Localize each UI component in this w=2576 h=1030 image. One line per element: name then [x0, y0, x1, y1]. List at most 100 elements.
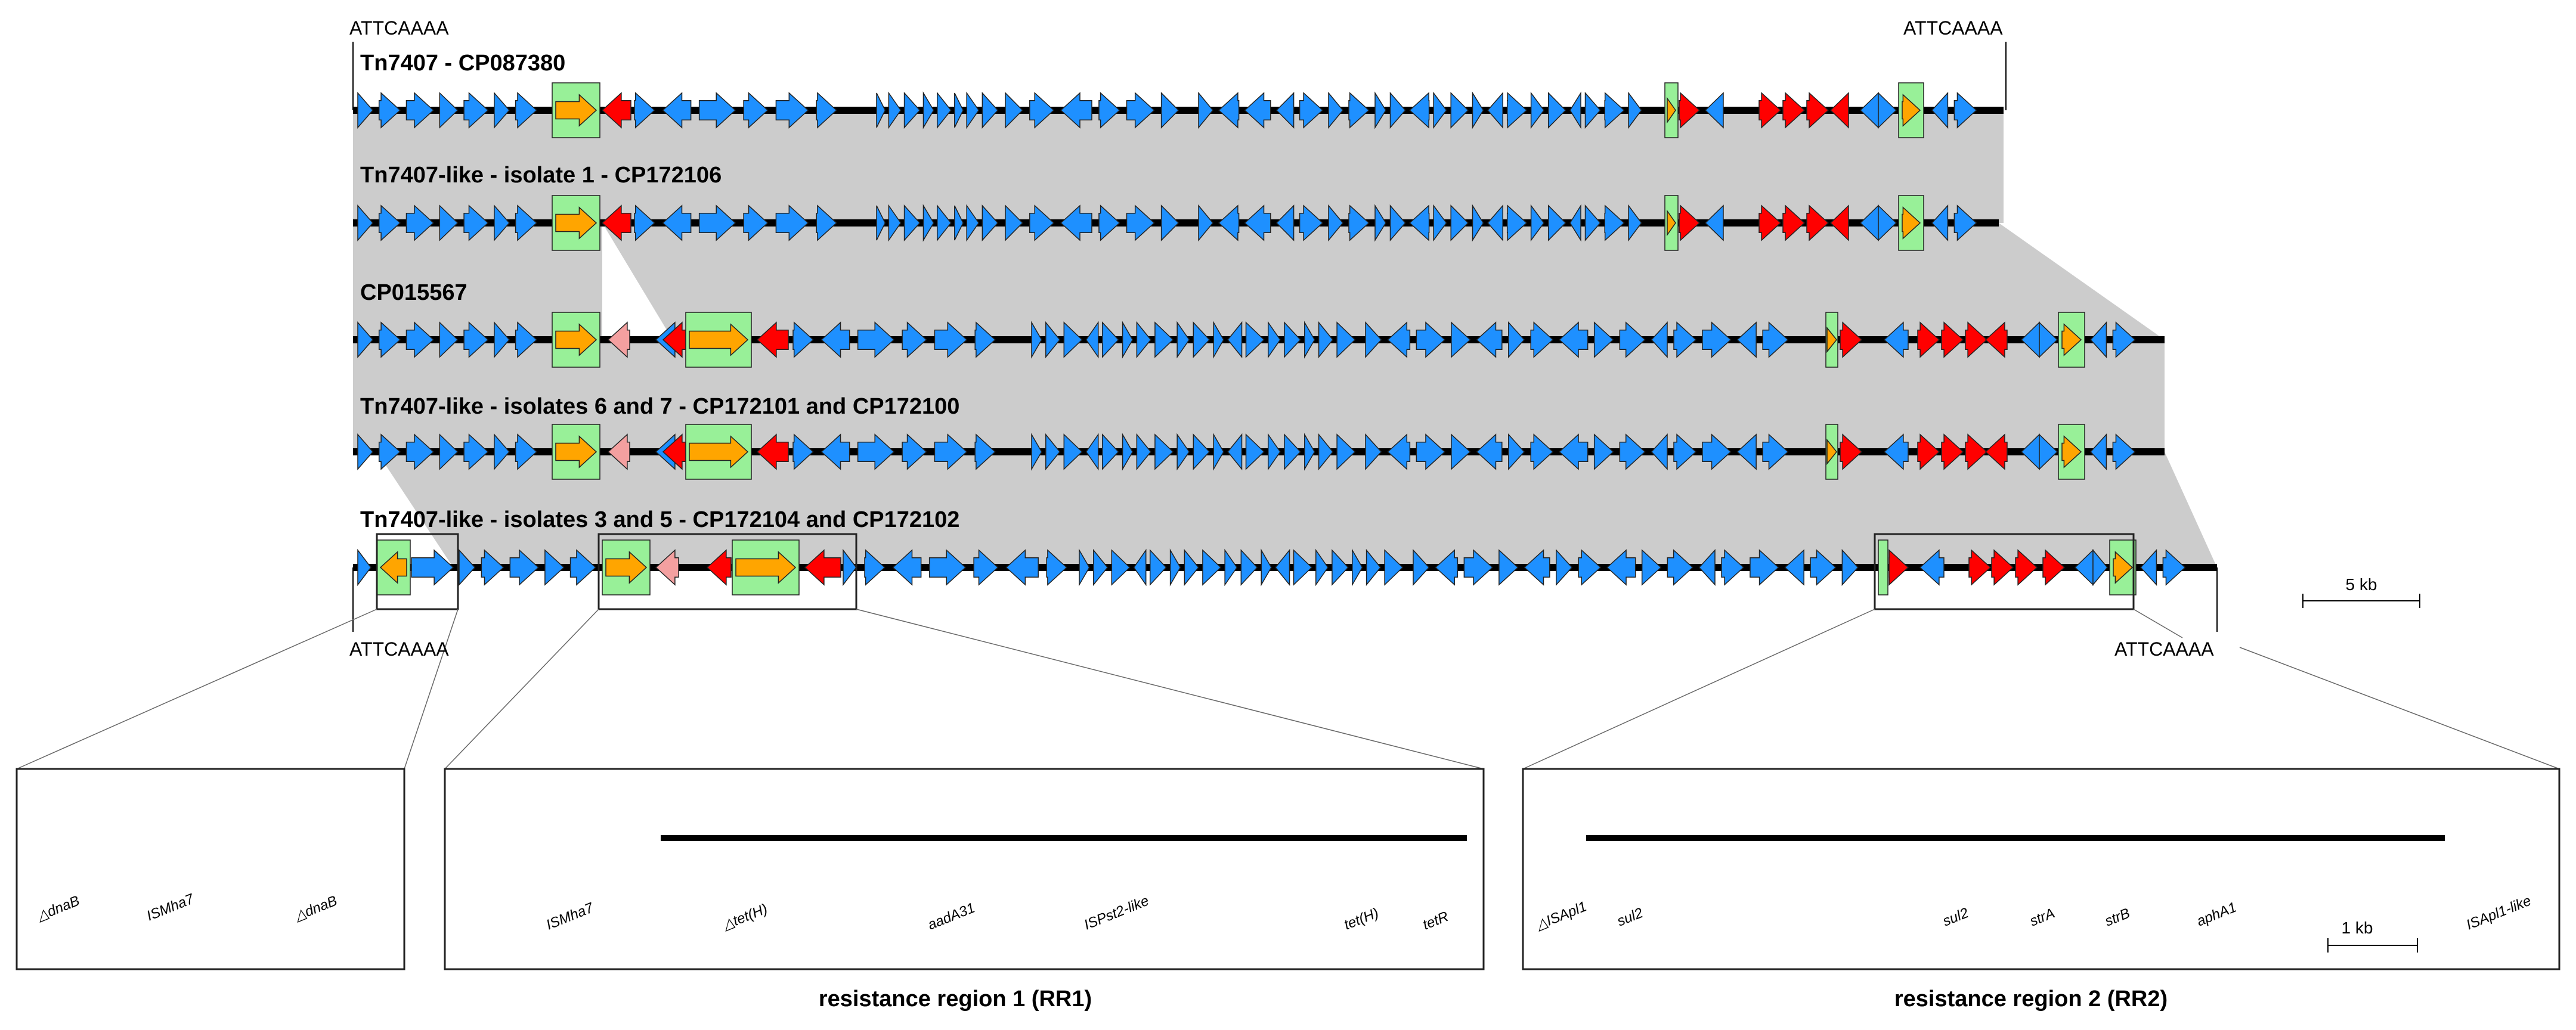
track-5-d-gene-11	[1721, 549, 1745, 586]
track-1-g-gene-1	[1953, 92, 1977, 129]
track-2-a-gene-4	[463, 204, 489, 241]
track-4-isapl1-transposase	[2061, 435, 2082, 469]
track-1-f-gene-8	[1530, 91, 1545, 129]
track-1-f-gene-10	[1569, 91, 1581, 129]
track-1-d-gene-5	[1160, 92, 1179, 129]
track-4-aada	[662, 433, 686, 470]
track-2-a-gene-3	[439, 204, 459, 241]
track-2-a-gene-1	[378, 204, 401, 241]
track-4-res-r	[1984, 433, 2008, 470]
track-5-c-gene-10	[1261, 548, 1272, 587]
track-5-dnab-r	[411, 549, 454, 586]
track-3-d-gene-3	[1451, 321, 1471, 358]
track-5-c-gene-15	[1352, 548, 1363, 587]
track-4-c-gene-6	[1136, 433, 1151, 471]
track-2-f-gene-2	[1409, 204, 1430, 241]
track-2-d-gene-1	[1029, 204, 1055, 241]
track-5-d-gene-4	[1524, 549, 1550, 586]
track-1-a-gene-1	[378, 92, 401, 129]
track-5-c-gene-12	[1293, 549, 1312, 586]
track-5-b-gene-2	[928, 549, 967, 586]
track-2-f-gene-6	[1487, 204, 1503, 242]
track-1-res-6	[1829, 92, 1849, 129]
track-5-c-gene-1	[1093, 548, 1109, 587]
detail-panel-rr2	[1522, 768, 2560, 970]
track-5-d-gene-3	[1498, 549, 1519, 586]
track-2-c-gene-3	[922, 204, 934, 242]
track-3-d-gene-7	[1559, 321, 1589, 358]
track-4-b-gene-1	[821, 433, 850, 470]
track-5-b-gene-4	[1005, 549, 1039, 586]
track-3-ispst2-transposase	[689, 323, 749, 356]
track-2-f-gene-8	[1530, 204, 1545, 242]
track-1-f-gene-11	[1584, 91, 1601, 129]
track-4-a-gene-4	[463, 433, 489, 470]
homology-band-4-5	[377, 452, 2217, 567]
track-2-b-gene-3	[743, 204, 769, 241]
dnab-highlight-box	[376, 533, 459, 610]
track-4-c-gene-1	[1045, 433, 1061, 471]
track-1-f-gene-13	[1628, 91, 1642, 129]
track-2-e-gene-2	[1244, 204, 1271, 241]
track-title-2: Tn7407-like - isolate 1 - CP172106	[360, 163, 722, 188]
track-5-d-gene-14	[1810, 549, 1837, 586]
track-3-b-gene-4	[934, 321, 968, 358]
track-2-c-gene-1	[888, 204, 902, 242]
track-3-c-gene-12	[1245, 321, 1265, 358]
track-4-c-gene-8	[1176, 433, 1190, 471]
track-2-d-gene-0	[1005, 204, 1023, 241]
track-5-a-gene-2	[509, 549, 539, 586]
track-2-d-gene-3	[1098, 204, 1120, 241]
track-3-a-gene-1	[378, 321, 401, 358]
track-1-f-gene-12	[1604, 92, 1625, 129]
track-1-a-gene-5	[494, 91, 510, 129]
track-1-c-gene-1	[888, 91, 902, 129]
track-3-c-gene-14	[1284, 321, 1301, 358]
track-3-d-gene-9	[1619, 321, 1646, 358]
track-2-e-gene-6	[1348, 204, 1370, 241]
track-5-tetr	[843, 548, 857, 587]
track-4-b-gene-5	[974, 433, 996, 470]
track-1-f-gene-9	[1547, 92, 1566, 129]
detail-panel-dnab	[16, 768, 405, 970]
track-4-e-gene-1	[2112, 433, 2136, 470]
track-4-d-gene-10	[1651, 433, 1668, 470]
track-3-c-gene-6	[1136, 321, 1151, 359]
track-4-c-gene-4	[1101, 433, 1119, 470]
track-3-c-gene-1	[1045, 321, 1061, 359]
track-1-f-gene-1	[1389, 91, 1406, 129]
track-4-c-gene-7	[1154, 433, 1174, 470]
track-1-res-1	[601, 92, 631, 129]
track-5-d-gene-5	[1556, 549, 1573, 586]
track-3-b-gene-3	[902, 321, 927, 358]
track-3-a-gene-6	[515, 321, 537, 358]
track-5-c-gene-3	[1133, 548, 1147, 587]
track-1-d-gene-1	[1029, 92, 1055, 129]
track-5-d-gene-0	[1413, 549, 1430, 586]
track-1-f-gene-3	[1433, 91, 1447, 129]
track-2-b-gene-1	[662, 204, 692, 241]
track-4-dtet	[607, 433, 630, 470]
track-1-res-3	[1758, 92, 1782, 129]
track-4-res-a	[1840, 433, 1863, 470]
track-1-res-4	[1782, 92, 1806, 129]
track-1-e-gene-1	[1218, 92, 1240, 129]
zoom-line-rr2-l	[1522, 609, 1875, 770]
track-1-b-gene-2	[698, 92, 736, 129]
track-4-b-gene-4	[934, 433, 968, 470]
track-5-b-gene-1	[892, 549, 922, 586]
track-4-d-gene-7	[1559, 433, 1589, 470]
track-3-small-tnp	[1826, 326, 1837, 353]
track-1-c-gene-6	[966, 91, 980, 129]
track-4-ispst2-transposase	[689, 435, 749, 469]
track-title-5: Tn7407-like - isolates 3 and 5 - CP17210…	[360, 507, 959, 532]
track-1-d-gene-4	[1126, 92, 1155, 129]
track-1-blue-x	[1704, 92, 1724, 129]
homology-band-3-4	[353, 340, 2165, 452]
track-3-c-gene-13	[1268, 321, 1281, 359]
zoom-line-rr2-r1	[2133, 609, 2183, 638]
track-2-blue-z	[1878, 204, 1897, 241]
track-1-e-gene-2	[1244, 92, 1271, 129]
track-4-d-gene-1	[1387, 433, 1411, 470]
track-4-c-gene-3	[1085, 433, 1099, 471]
